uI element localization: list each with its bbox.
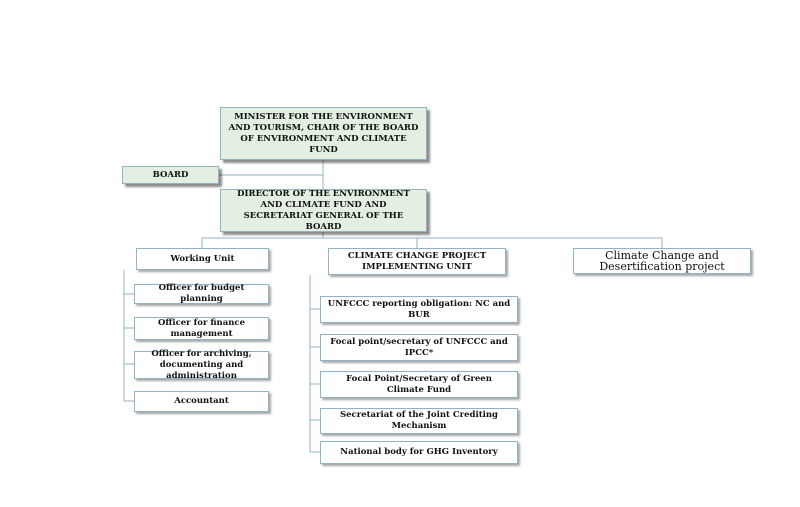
ccd-project-box: Climate Change and Desertification proje…: [573, 248, 751, 274]
working-unit-box: Working Unit: [136, 248, 269, 270]
director-box: DIRECTOR OF THE ENVIRONMENT AND CLIMATE …: [220, 189, 427, 232]
board-box: BOARD: [122, 166, 219, 184]
working-unit-item: Officer for budget planning: [134, 283, 269, 304]
ccpiu-item: UNFCCC reporting obligation: NC and BUR: [320, 296, 518, 323]
ccpiu-box: CLIMATE CHANGE PROJECT IMPLEMENTING UNIT: [328, 248, 506, 275]
ccpiu-item: Focal Point/Secretary of Green Climate F…: [320, 371, 518, 398]
ccpiu-item: National body for GHG Inventory: [320, 441, 518, 464]
minister-box: MINISTER FOR THE ENVIRONMENT AND TOURISM…: [220, 107, 427, 160]
working-unit-item: Officer for finance management: [134, 317, 269, 340]
ccpiu-item: Focal point/secretary of UNFCCC and IPCC…: [320, 334, 518, 361]
working-unit-item: Accountant: [134, 391, 269, 412]
ccpiu-item: Secretariat of the Joint Crediting Mecha…: [320, 408, 518, 434]
working-unit-item: Officer for archiving, documenting and a…: [134, 349, 269, 381]
